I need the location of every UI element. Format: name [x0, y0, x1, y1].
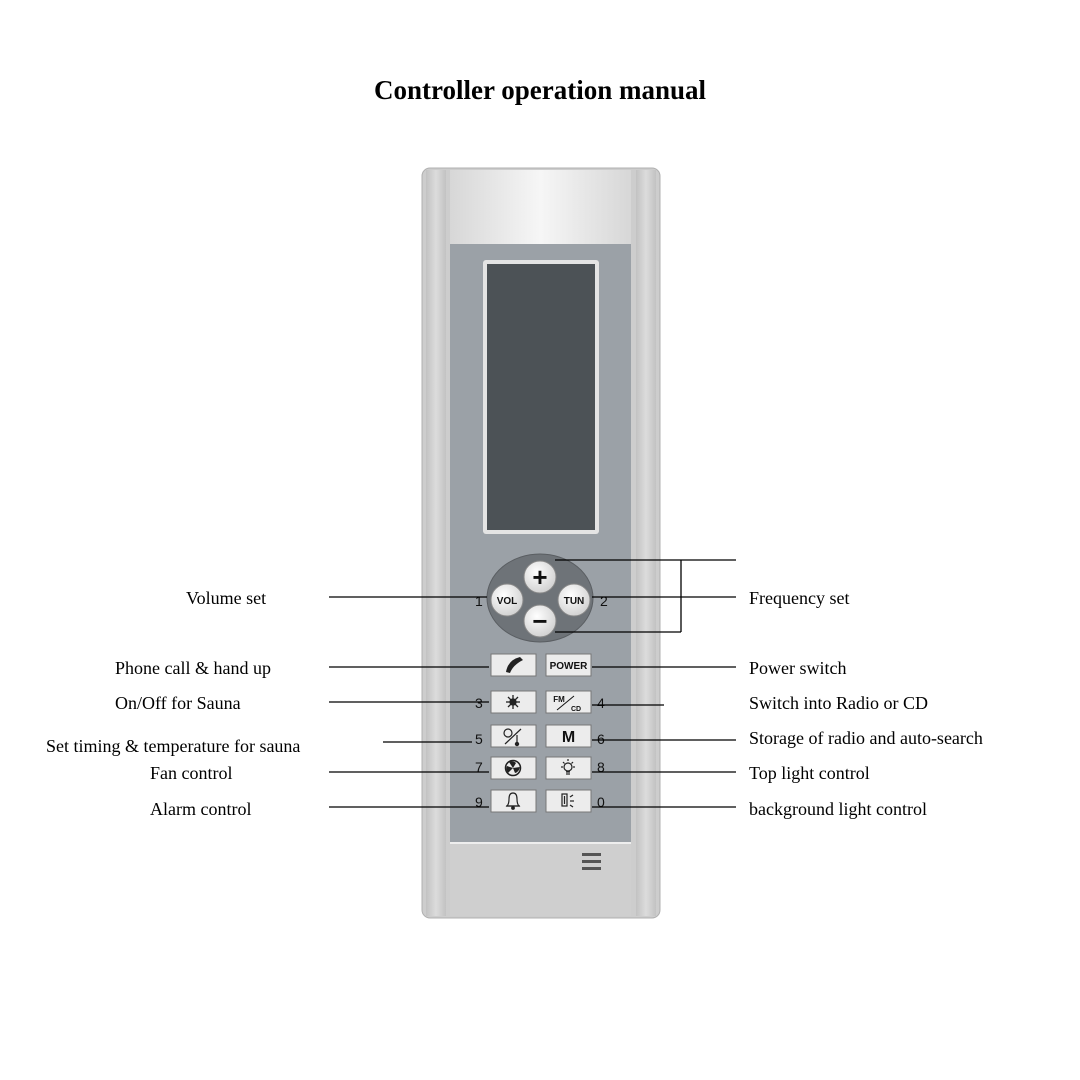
fm-cd-button[interactable]: FM CD: [545, 690, 592, 714]
minus-button[interactable]: −: [523, 604, 557, 638]
label-background-light: background light control: [749, 799, 927, 819]
memory-button[interactable]: M: [545, 724, 592, 748]
leader-lines: [329, 559, 736, 808]
power-button[interactable]: POWER: [545, 653, 592, 677]
key-number-9: 9: [475, 794, 483, 810]
alarm-button[interactable]: [490, 789, 537, 813]
key-number-0: 0: [597, 794, 605, 810]
top-light-button[interactable]: [545, 756, 592, 780]
key-number-1: 1: [475, 593, 483, 609]
lcd-screen: [487, 264, 595, 530]
bell-icon: [505, 792, 521, 810]
tun-key-label: TUN: [564, 596, 585, 607]
plus-key-label: +: [532, 562, 547, 592]
label-volume-set: Volume set: [186, 588, 267, 608]
key-number-4: 4: [597, 695, 605, 711]
timer-thermometer-icon: [503, 728, 522, 747]
label-frequency-set: Frequency set: [749, 588, 850, 608]
background-light-button[interactable]: [545, 789, 592, 813]
plus-button[interactable]: +: [523, 560, 557, 594]
label-sauna-timing: Set timing & temperature for sauna: [46, 736, 301, 756]
cd-key-label: CD: [571, 706, 581, 713]
fan-icon: [504, 759, 522, 777]
phone-icon: [506, 657, 523, 673]
label-sauna-onoff: On/Off for Sauna: [115, 693, 241, 713]
label-top-light: Top light control: [749, 763, 870, 783]
minus-key-label: −: [532, 606, 547, 636]
key-number-5: 5: [475, 731, 483, 747]
key-number-2: 2: [600, 593, 608, 609]
label-radio-cd: Switch into Radio or CD: [749, 693, 928, 713]
vol-button[interactable]: VOL: [490, 583, 524, 617]
key-number-7: 7: [475, 759, 483, 775]
label-alarm-control: Alarm control: [150, 799, 252, 819]
sauna-onoff-button[interactable]: [490, 690, 537, 714]
tun-button[interactable]: TUN: [557, 583, 591, 617]
label-fan-control: Fan control: [150, 763, 233, 783]
menu-lines-icon: [582, 853, 601, 870]
sauna-icon: [506, 695, 520, 709]
fm-key-label: FM: [553, 695, 565, 704]
vol-key-label: VOL: [497, 596, 518, 607]
page-title: Controller operation manual: [373, 75, 706, 105]
key-number-3: 3: [475, 695, 483, 711]
label-storage: Storage of radio and auto-search: [749, 728, 983, 748]
m-key-label: M: [562, 729, 575, 746]
phone-button[interactable]: [490, 653, 537, 677]
sauna-timing-button[interactable]: [490, 724, 537, 748]
key-number-8: 8: [597, 759, 605, 775]
label-phone-call: Phone call & hand up: [115, 658, 271, 678]
background-light-icon: [561, 793, 574, 808]
power-key-label: POWER: [550, 661, 589, 672]
fan-button[interactable]: [490, 756, 537, 780]
label-power-switch: Power switch: [749, 658, 847, 678]
dpad: + − VOL TUN: [486, 553, 594, 643]
light-bulb-icon: [561, 759, 575, 775]
key-number-6: 6: [597, 731, 605, 747]
